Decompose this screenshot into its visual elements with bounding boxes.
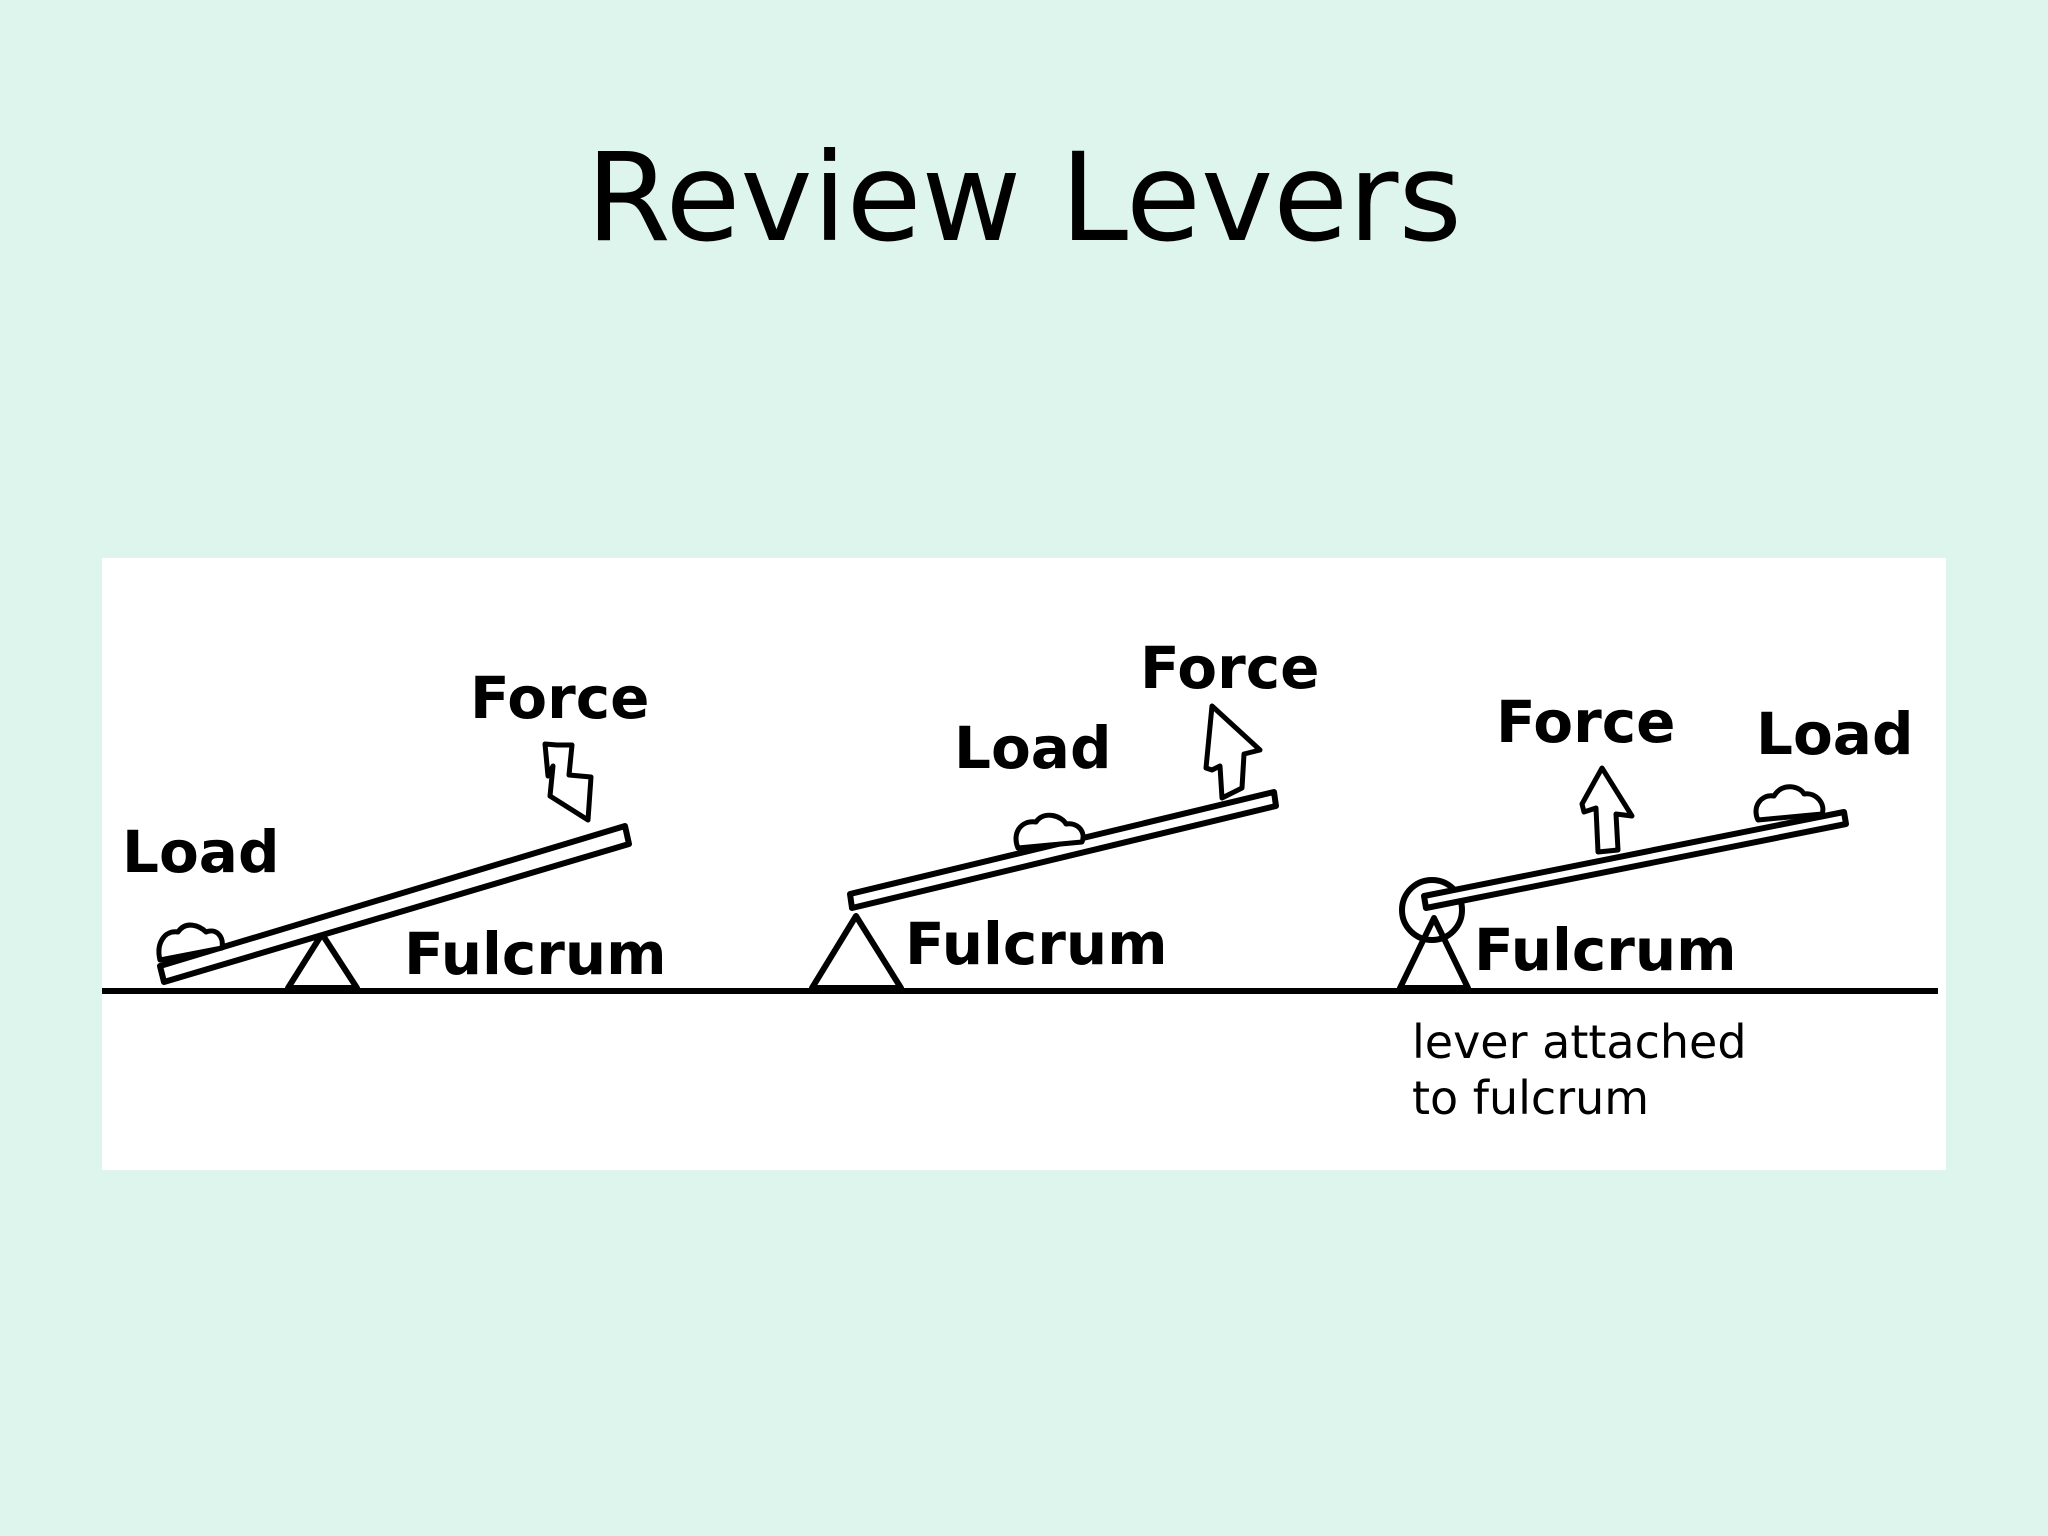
lever-1: Force Load Fulcrum: [122, 664, 667, 991]
lever-1-load-rock: [156, 922, 225, 963]
lever-2-beam: [847, 789, 1279, 911]
lever-2-fulcrum-triangle: [809, 913, 904, 991]
lever-1-fulcrum-triangle: [285, 931, 360, 991]
lever-diagram: Force Load Fulcrum Force Load Fulcrum Fo…: [102, 634, 1938, 1125]
lever-3-load-label: Load: [1756, 700, 1913, 768]
lever-3-beam: [1421, 809, 1849, 911]
lever-1-force-arrow-down-icon: [542, 741, 594, 823]
lever-2-force-label: Force: [1140, 634, 1319, 702]
lever-1-fulcrum-label: Fulcrum: [404, 920, 667, 988]
lever-2-fulcrum-label: Fulcrum: [905, 910, 1168, 978]
lever-1-load-label: Load: [122, 818, 279, 886]
lever-diagram-panel: Force Load Fulcrum Force Load Fulcrum Fo…: [102, 558, 1946, 1170]
lever-1-beam: [157, 823, 632, 985]
lever-2: Force Load Fulcrum: [809, 634, 1319, 991]
slide-title: Review Levers: [586, 127, 1462, 269]
lever-3-load-rock: [1753, 784, 1826, 823]
lever-3-note-line-1: lever attached: [1412, 1015, 1747, 1069]
lever-3-force-arrow-up-icon: [1579, 765, 1635, 855]
lever-3: Force Load Fulcrum lever attached to ful…: [1397, 688, 1913, 1125]
lever-1-force-label: Force: [470, 664, 649, 732]
lever-2-force-arrow-up-icon: [1203, 703, 1263, 801]
lever-3-fulcrum-triangle: [1397, 915, 1471, 991]
lever-2-load-label: Load: [954, 714, 1111, 782]
lever-3-note-line-2: to fulcrum: [1412, 1071, 1649, 1125]
lever-3-fulcrum-label: Fulcrum: [1474, 916, 1737, 984]
lever-3-force-label: Force: [1496, 688, 1675, 756]
lever-2-load-rock: [1013, 812, 1086, 851]
lever-3-pivot-circle: [1399, 877, 1465, 943]
